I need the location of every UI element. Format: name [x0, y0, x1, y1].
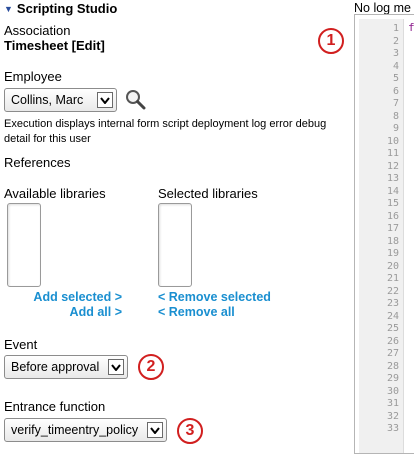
add-all-link[interactable]: Add all > — [69, 305, 122, 319]
line-number: 1 — [392, 23, 399, 34]
line-number: 3 — [392, 48, 399, 59]
line-number: 17 — [386, 223, 399, 234]
line-number: 19 — [386, 248, 399, 259]
line-number: 14 — [386, 185, 399, 197]
code-text[interactable]: f — [408, 21, 414, 34]
collapse-triangle-icon[interactable]: ▼ — [4, 3, 13, 14]
callout-badge-1: 1 — [318, 28, 344, 54]
line-number: 26 — [386, 335, 399, 347]
event-label: Event — [4, 337, 38, 352]
employee-select[interactable]: Collins, Marc — [4, 88, 117, 112]
association-value[interactable]: Timesheet [Edit] — [4, 38, 105, 53]
employee-label: Employee — [4, 69, 62, 84]
line-number: 23 — [386, 298, 399, 309]
association-label: Association — [4, 23, 71, 38]
line-number: 25 — [386, 323, 399, 334]
line-number: 5 — [392, 73, 399, 84]
line-number: 30 — [386, 385, 399, 397]
line-number: 18 — [386, 235, 399, 247]
line-number: 15 — [386, 198, 399, 209]
line-number: 27 — [386, 348, 399, 359]
line-number: 6 — [392, 85, 399, 97]
chevron-down-icon[interactable] — [147, 422, 163, 438]
selected-libraries-label: Selected libraries — [158, 186, 258, 201]
selected-libraries-list[interactable] — [158, 203, 192, 287]
references-label: References — [4, 155, 71, 170]
callout-badge-3: 3 — [177, 418, 203, 444]
line-number: 20 — [386, 260, 399, 272]
event-select-value: Before approval — [11, 360, 100, 374]
line-number: 10 — [386, 135, 399, 147]
available-libraries-label: Available libraries — [4, 186, 106, 201]
line-number: 9 — [392, 123, 399, 134]
chevron-down-icon[interactable] — [108, 359, 124, 375]
remove-all-link[interactable]: < Remove all — [158, 305, 235, 319]
line-number: 16 — [386, 210, 399, 222]
line-number: 24 — [386, 310, 399, 322]
event-select[interactable]: Before approval — [4, 355, 128, 379]
line-number: 32 — [386, 410, 399, 422]
remove-selected-link[interactable]: < Remove selected — [158, 290, 271, 304]
line-number: 8 — [392, 110, 399, 122]
line-number: 7 — [392, 98, 399, 109]
line-number: 2 — [392, 35, 399, 47]
search-icon[interactable] — [124, 88, 146, 110]
line-number: 28 — [386, 360, 399, 372]
employee-help-text: Execution displays internal form script … — [4, 118, 327, 145]
line-number: 22 — [386, 285, 399, 297]
log-header: No log me — [354, 1, 411, 15]
employee-select-value: Collins, Marc — [11, 93, 84, 107]
line-number: 12 — [386, 160, 399, 172]
line-number: 33 — [386, 423, 399, 434]
chevron-down-icon[interactable] — [97, 92, 113, 108]
entrance-function-label: Entrance function — [4, 399, 106, 414]
section-title: Scripting Studio — [16, 1, 118, 16]
line-number: 21 — [386, 273, 399, 284]
entrance-function-select[interactable]: verify_timeentry_policy — [4, 418, 167, 442]
line-number: 13 — [386, 173, 399, 184]
available-libraries-list[interactable] — [7, 203, 41, 287]
line-number: 11 — [386, 148, 399, 159]
line-number: 4 — [392, 60, 399, 72]
line-number: 29 — [386, 373, 399, 384]
add-selected-link[interactable]: Add selected > — [33, 290, 122, 304]
line-number: 31 — [386, 398, 399, 409]
entrance-function-select-value: verify_timeentry_policy — [11, 423, 139, 437]
section-header[interactable]: ▼ Scripting Studio — [4, 1, 117, 16]
callout-badge-2: 2 — [138, 354, 164, 380]
